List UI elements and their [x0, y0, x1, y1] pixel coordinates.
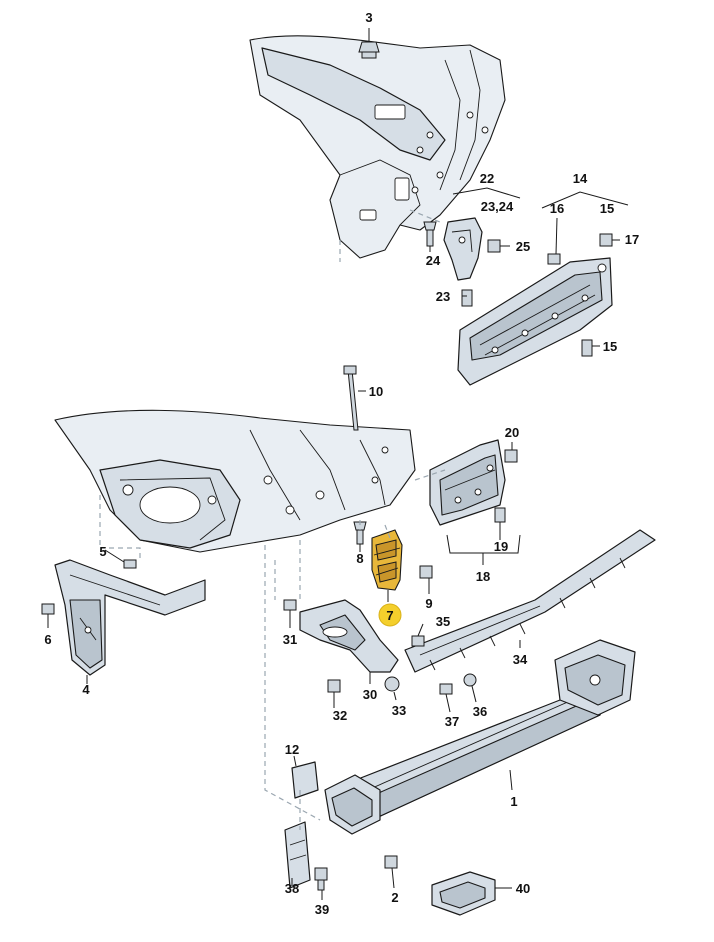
leader-lines	[47, 28, 629, 900]
callout-10[interactable]: 10	[369, 384, 383, 399]
callout-30[interactable]: 30	[363, 687, 377, 702]
callout-19[interactable]: 19	[494, 539, 508, 554]
callout-7[interactable]: 7	[386, 608, 393, 623]
callout-17[interactable]: 17	[625, 232, 639, 247]
callout-22[interactable]: 22	[480, 171, 494, 186]
bracket-22-group	[423, 217, 501, 307]
mount-plate-14	[457, 233, 613, 386]
callout-15-bottom[interactable]: 15	[603, 339, 617, 354]
callout-32[interactable]: 32	[333, 708, 347, 723]
callout-33[interactable]: 33	[392, 703, 406, 718]
callout-39[interactable]: 39	[315, 902, 329, 917]
bumper-bracket-30	[283, 599, 400, 693]
bumper-beam-1	[324, 639, 636, 869]
callout-25[interactable]: 25	[516, 239, 530, 254]
callout-23-24[interactable]: 23,24	[481, 199, 514, 214]
callout-8[interactable]: 8	[356, 551, 363, 566]
callout-7-badge	[378, 603, 402, 627]
callout-3[interactable]: 3	[365, 10, 372, 25]
callout-labels: 3 22 23,24 14 16 15 24 25 17 23 15 10 20…	[44, 10, 639, 917]
alignment-dashed-lines	[99, 209, 446, 830]
front-body-section	[54, 365, 416, 553]
highlighted-part-7[interactable]	[371, 529, 403, 591]
callout-12[interactable]: 12	[285, 742, 299, 757]
callout-38[interactable]: 38	[285, 881, 299, 896]
callout-35[interactable]: 35	[436, 614, 450, 629]
callout-15-top[interactable]: 15	[600, 201, 614, 216]
callout-6[interactable]: 6	[44, 632, 51, 647]
callout-14[interactable]: 14	[573, 171, 588, 186]
callout-23[interactable]: 23	[436, 289, 450, 304]
bumper-guide-34	[404, 529, 656, 695]
callout-40[interactable]: 40	[516, 881, 530, 896]
mount-plate-18	[429, 439, 518, 526]
callout-24[interactable]: 24	[426, 253, 441, 268]
small-parts-group	[284, 761, 496, 916]
callout-2[interactable]: 2	[391, 890, 398, 905]
side-bracket-4	[41, 559, 206, 676]
callout-34[interactable]: 34	[513, 652, 528, 667]
callout-4[interactable]: 4	[82, 682, 90, 697]
callout-37[interactable]: 37	[445, 714, 459, 729]
callout-18[interactable]: 18	[476, 569, 490, 584]
callout-5[interactable]: 5	[99, 544, 106, 559]
callout-31[interactable]: 31	[283, 632, 297, 647]
callout-9[interactable]: 9	[425, 596, 432, 611]
callout-16[interactable]: 16	[550, 201, 564, 216]
callout-20[interactable]: 20	[505, 425, 519, 440]
callout-36[interactable]: 36	[473, 704, 487, 719]
callout-1[interactable]: 1	[510, 794, 517, 809]
